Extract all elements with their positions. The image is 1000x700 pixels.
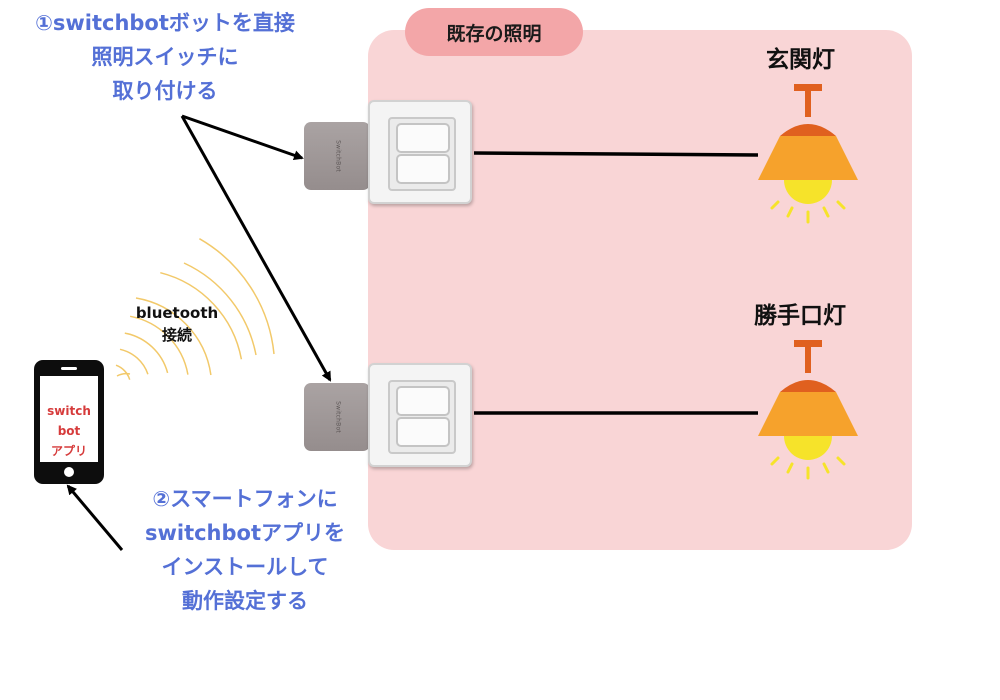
step1-line: 照明スイッチに bbox=[91, 45, 239, 69]
phone-app-line: switch bbox=[47, 404, 91, 418]
switchbot-device-text: SwitchBot bbox=[334, 401, 342, 433]
ceiling-lamp-icon bbox=[758, 84, 858, 224]
step2-line: ②スマートフォンに bbox=[152, 487, 338, 511]
step2-line: switchbotアプリを bbox=[144, 521, 346, 545]
phone-home-button bbox=[64, 467, 74, 477]
smartphone-icon: switch bot アプリ bbox=[34, 360, 104, 484]
step1-instruction: ①switchbotボットを直接 照明スイッチに 取り付ける bbox=[10, 6, 320, 108]
bluetooth-line: bluetooth bbox=[135, 304, 219, 322]
step2-instruction: ②スマートフォンに switchbotアプリを インストールして 動作設定する bbox=[120, 482, 370, 618]
signal-waves-icon bbox=[115, 238, 275, 380]
ceiling-lamp-icon bbox=[758, 340, 858, 480]
lamp-label-back-door: 勝手口灯 bbox=[754, 303, 846, 329]
signal-waves-icon bbox=[116, 372, 131, 377]
phone-screen: switch bot アプリ bbox=[40, 376, 98, 462]
phone-app-line: bot bbox=[57, 424, 81, 438]
phone-app-label: switch bot アプリ bbox=[40, 401, 98, 461]
step2-line: 動作設定する bbox=[182, 589, 308, 613]
wire-line-top bbox=[473, 151, 759, 157]
switch-rocker bbox=[396, 417, 450, 447]
switchbot-device-icon: SwitchBot bbox=[304, 383, 370, 451]
switch-frame bbox=[388, 380, 456, 454]
step1-line: 取り付ける bbox=[112, 79, 218, 103]
existing-lighting-label: 既存の照明 bbox=[405, 8, 583, 56]
switch-frame bbox=[388, 117, 456, 191]
arrow-icon bbox=[181, 114, 304, 161]
step1-line: ①switchbotボットを直接 bbox=[35, 11, 295, 35]
arrow-icon bbox=[180, 115, 332, 382]
switch-rocker bbox=[396, 123, 450, 153]
step2-line: インストールして bbox=[161, 555, 329, 579]
phone-speaker bbox=[61, 367, 77, 370]
switch-rocker bbox=[396, 386, 450, 416]
lamp-label-entrance: 玄関灯 bbox=[766, 47, 835, 73]
light-switch-icon bbox=[368, 363, 472, 467]
arrow-icon bbox=[66, 484, 124, 551]
bluetooth-line: 接続 bbox=[161, 326, 192, 344]
light-switch-icon bbox=[368, 100, 472, 204]
phone-app-line: アプリ bbox=[50, 444, 87, 458]
switchbot-device-text: SwitchBot bbox=[334, 140, 342, 172]
bluetooth-label: bluetooth 接続 bbox=[122, 302, 232, 346]
switch-rocker bbox=[396, 154, 450, 184]
switchbot-device-icon: SwitchBot bbox=[304, 122, 370, 190]
